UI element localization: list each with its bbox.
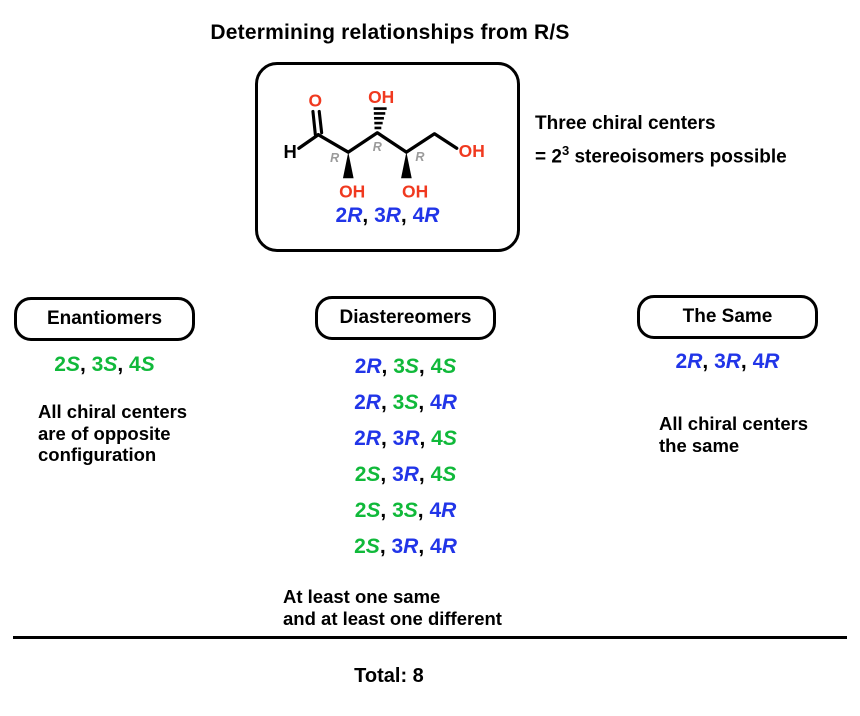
oh-bottom-left-label: OH (339, 182, 365, 202)
aldopentose-structure: O H OH OH OH OH R R R (284, 87, 485, 202)
c1-o-double-bond-line2 (317, 109, 324, 135)
stereo-descriptor-token: 4R (429, 499, 457, 522)
diastereomers-note: At least one same and at least one diffe… (283, 586, 502, 629)
same-note: All chiral centers the same (659, 413, 809, 456)
enantiomers-note: All chiral centers are of opposite confi… (38, 401, 188, 465)
separator-comma: , (418, 391, 431, 414)
carbon-backbone-bonds (316, 131, 459, 154)
oh-right-label: OH (459, 141, 485, 161)
stereo-descriptor-token: 2R (354, 427, 381, 450)
stereo-descriptor-token: 3S (392, 391, 419, 414)
figure-title: Determining relationships from R/S (210, 21, 570, 44)
c4-wedge-bond (401, 152, 412, 179)
diastereomers-header-label: Diastereomers (339, 307, 472, 328)
stereo-descriptor-token: 3R (391, 535, 419, 558)
stereo-descriptor-row: 2R, 3S, 4S (315, 355, 496, 378)
separator-comma: , (381, 355, 394, 378)
same-list: 2R, 3R, 4R (637, 350, 818, 386)
stereo-descriptor-token: 3R (714, 350, 741, 373)
c1-o-double-bond-line1 (311, 109, 317, 137)
stereo-descriptor-token: 4S (129, 353, 155, 376)
exponent: 3 (561, 143, 570, 158)
enantiomers-list: 2S, 3S, 4S (14, 353, 195, 389)
stereo-descriptor-token: 2R (354, 391, 381, 414)
stereo-descriptor-token: 2R (354, 355, 382, 378)
oh-bottom-right-label: OH (402, 182, 428, 202)
stereo-descriptor-row: 2R, 3R, 4R (637, 350, 818, 373)
stereo-descriptor-token: 2S (354, 499, 381, 522)
total-count: Total: 8 (354, 665, 424, 687)
c3-stereocenter-label: R (373, 140, 382, 154)
stereo-descriptor-token: 3R (392, 427, 420, 450)
stereo-descriptor-token: 2S (54, 353, 80, 376)
stereo-descriptor-token: 4R (412, 204, 440, 227)
enantiomers-header-label: Enantiomers (46, 308, 163, 329)
horizontal-divider (13, 636, 847, 639)
separator-comma: , (362, 204, 375, 227)
stereo-descriptor-token: 3R (392, 463, 419, 486)
separator-comma: , (380, 427, 393, 450)
molecule-panel: O H OH OH OH OH R R R 2R, 3R, 4R (255, 62, 520, 252)
stereo-descriptor-token: 4S (431, 427, 457, 450)
separator-comma: , (380, 499, 393, 522)
stereo-descriptor-token: 3R (374, 204, 401, 227)
stereo-descriptor-token: 2S (354, 463, 381, 486)
separator-comma: , (418, 355, 431, 378)
oh-top-label: OH (368, 87, 394, 107)
stereo-descriptor-token: 4S (430, 355, 457, 378)
stereo-descriptor-row: 2S, 3R, 4S (315, 463, 496, 486)
stereo-descriptor-token: 3S (91, 353, 118, 376)
same-header-label: The Same (682, 306, 773, 327)
stereo-descriptor-token: 3S (393, 355, 419, 378)
separator-comma: , (419, 427, 432, 450)
stereo-descriptor-token: 2S (354, 535, 380, 558)
stereo-descriptor-token: 2R (335, 204, 363, 227)
h-c1-bond (297, 133, 320, 150)
stereo-descriptor-token: 4R (430, 535, 457, 558)
diastereomers-header-box: Diastereomers (315, 296, 496, 340)
stereo-descriptor-token: 3S (392, 499, 418, 522)
separator-comma: , (117, 353, 130, 376)
aldehyde-hydrogen-label: H (284, 141, 297, 162)
enantiomers-header-box: Enantiomers (14, 297, 195, 341)
stereo-descriptor-token: 4R (752, 350, 780, 373)
c2-wedge-bond (342, 152, 354, 179)
c3-hash-bond (373, 107, 387, 130)
separator-comma: , (380, 391, 393, 414)
separator-comma: , (418, 535, 431, 558)
separator-comma: , (380, 463, 393, 486)
separator-comma: , (740, 350, 753, 373)
stereo-descriptor-row: 2R, 3R, 4R (258, 204, 517, 227)
stereo-descriptor-row: 2R, 3R, 4S (315, 427, 496, 450)
separator-comma: , (418, 463, 431, 486)
separator-comma: , (379, 535, 392, 558)
stereo-descriptor-row: 2S, 3R, 4R (315, 535, 496, 558)
c2-stereocenter-label: R (330, 151, 339, 165)
stereo-descriptor-token: 4S (430, 463, 457, 486)
separator-comma: , (79, 353, 92, 376)
stereo-descriptor-row: 2S, 3S, 4R (315, 499, 496, 522)
separator-comma: , (702, 350, 715, 373)
reference-configuration: 2R, 3R, 4R (258, 204, 517, 240)
aldehyde-oxygen-label: O (309, 91, 323, 111)
annotation-line2: = 23 stereoisomers possible (535, 143, 787, 168)
annotation-line1: Three chiral centers (535, 113, 716, 134)
c4-stereocenter-label: R (415, 150, 424, 164)
stereo-descriptor-row: 2R, 3S, 4R (315, 391, 496, 414)
separator-comma: , (400, 204, 413, 227)
stereo-descriptor-row: 2S, 3S, 4S (14, 353, 195, 376)
separator-comma: , (417, 499, 430, 522)
chiral-centers-annotation: Three chiral centers = 23 stereoisomers … (535, 110, 787, 170)
stereo-descriptor-token: 2R (675, 350, 703, 373)
same-header-box: The Same (637, 295, 818, 339)
stereo-descriptor-token: 4R (430, 391, 457, 414)
